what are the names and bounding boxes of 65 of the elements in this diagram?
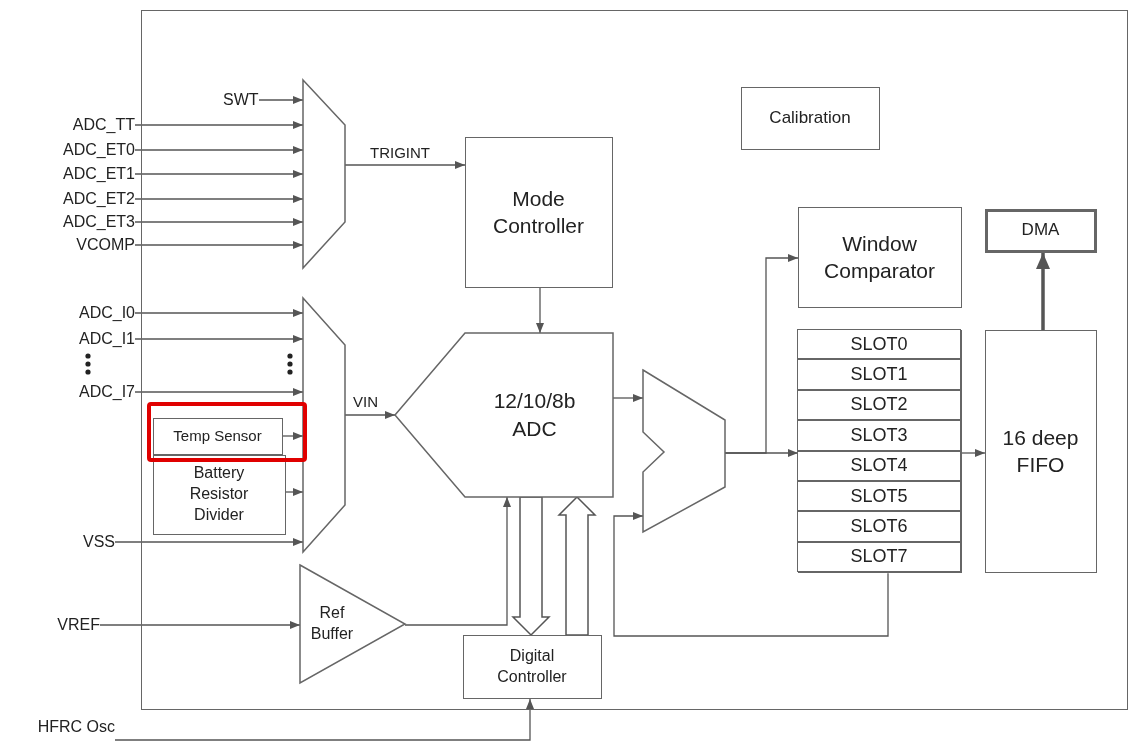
slot-row (797, 359, 961, 390)
signal-label: VSS (20, 532, 115, 552)
arrow (961, 449, 986, 457)
block-label: SLOT3 (850, 423, 908, 447)
slot-row (797, 450, 961, 481)
process-box (152, 417, 283, 455)
slot-row (797, 389, 961, 421)
signal-label: ADC_ET1 (20, 164, 135, 184)
block-label: SLOT6 (850, 514, 908, 538)
adc-block (394, 332, 613, 497)
process-box (984, 208, 1097, 253)
block-label: SLOT0 (850, 332, 908, 356)
block-label: Mode Controller (491, 185, 585, 239)
process-box (797, 206, 962, 308)
process-box (462, 634, 602, 699)
signal-label: ADC_ET2 (20, 189, 135, 209)
outer-block-frame (141, 10, 1128, 710)
signal-label: ADC_I0 (20, 303, 135, 323)
process-box (740, 86, 880, 150)
arrow (724, 449, 799, 457)
slot-row (797, 420, 961, 451)
signal-label: ADC_I1 (20, 329, 135, 349)
slot-row (797, 541, 961, 573)
process-box (152, 454, 286, 535)
signal-label: ADC_TT (20, 115, 135, 135)
slot-row (797, 329, 961, 360)
block-label: Temp Sensor (173, 426, 262, 446)
block-label: 12/10/8b ADC (492, 388, 577, 442)
block-label: Ref Buffer (309, 602, 355, 644)
signal-label: ADC_I7 (20, 382, 135, 402)
block-label: Battery Resistor Divider (188, 463, 250, 525)
block-label: Calibration (769, 106, 851, 129)
signal-label: SWT (199, 89, 259, 110)
arrow (344, 161, 466, 169)
block-label: 16 deep FIFO (1001, 424, 1080, 478)
signal-label: HFRC Osc (10, 712, 115, 742)
signal-label: ADC_ET0 (20, 140, 135, 160)
block-label: SLOT4 (850, 454, 908, 478)
block-label: Window Comparator (823, 230, 936, 284)
block-label: SLOT2 (850, 393, 908, 417)
arrow (613, 512, 889, 637)
multiplexer-shape (642, 369, 725, 532)
signal-label: VCOMP (20, 235, 135, 255)
arrow (114, 698, 534, 741)
block-label: SLOT7 (850, 545, 908, 569)
block-label: DMA (1021, 219, 1060, 242)
slot-table (797, 329, 962, 573)
block-label: SLOT5 (850, 484, 908, 508)
slot-row (797, 481, 961, 512)
bus-arrow (557, 495, 597, 636)
block-label: Digital Controller (496, 645, 568, 687)
multiplexer-shape (302, 79, 345, 268)
arrow (404, 496, 511, 626)
signal-label: ADC_ET3 (20, 212, 135, 232)
process-box (464, 136, 613, 288)
multiplexer-shape (302, 297, 345, 552)
arrow (1036, 253, 1050, 330)
process-box (984, 329, 1097, 573)
arrow (344, 411, 396, 419)
block-label: SLOT1 (850, 362, 908, 386)
arrow (536, 287, 544, 334)
buffer-triangle (299, 564, 405, 683)
slot-row (797, 511, 961, 542)
bus-arrow (511, 496, 551, 637)
signal-label: VREF (20, 615, 100, 635)
